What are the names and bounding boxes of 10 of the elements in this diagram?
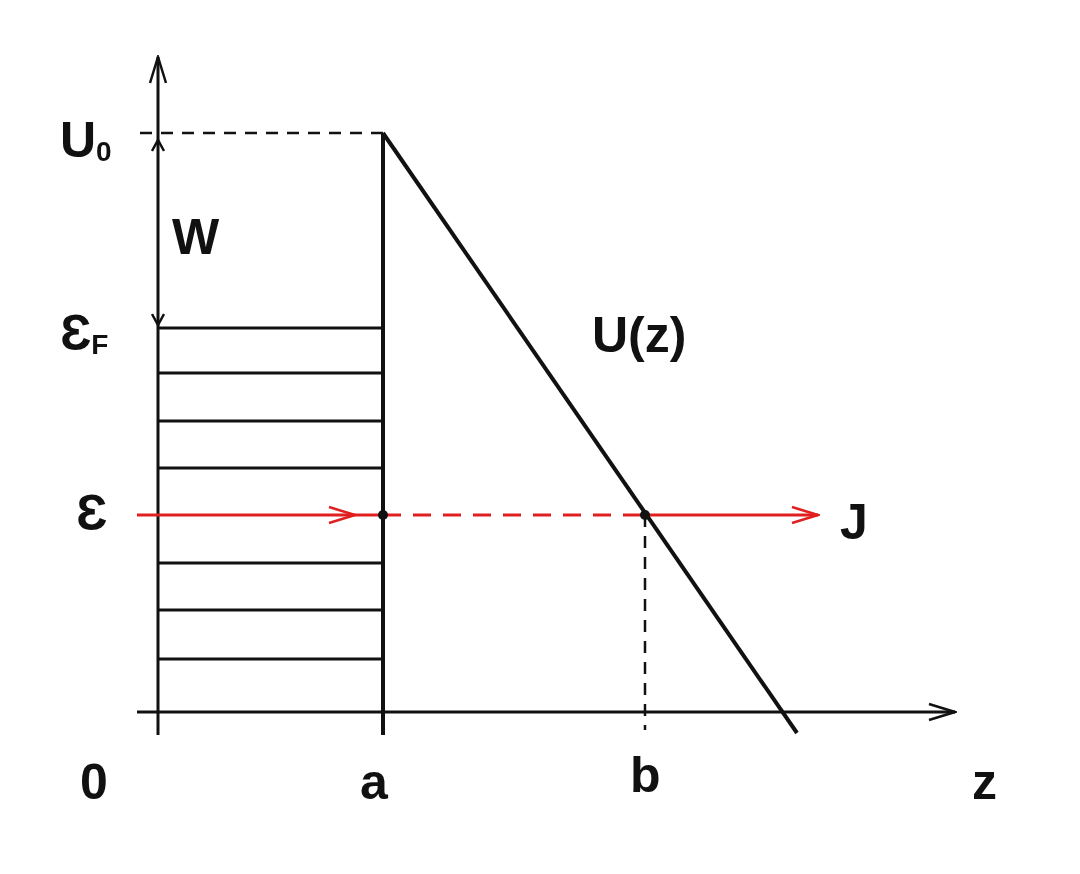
energy-label: U$_{0}$ [60,115,112,167]
current-label: J [840,497,868,547]
energy-label: Ɛ$_{F}$ [60,308,109,360]
axis-tick-label: a [360,757,388,807]
width-label: W [172,212,220,262]
axis-tick-label: b [630,750,661,800]
axis-tick-label: 0 [80,757,108,807]
energy-label: Ɛ [76,488,108,538]
function-label: U(z) [592,310,687,360]
axis-label: z [972,757,997,807]
